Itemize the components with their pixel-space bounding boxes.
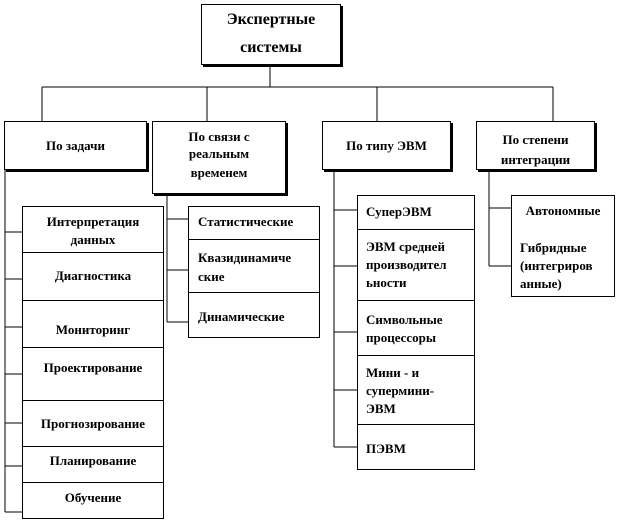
realtime-item: Статистические: [198, 214, 294, 229]
category-computer-title: По типу ЭВМ: [346, 138, 427, 153]
category-realtime-title-3: временем: [190, 165, 248, 180]
realtime-item: Динамические: [198, 309, 285, 324]
realtime-item: ские: [198, 269, 225, 284]
category-tasks: [4, 121, 147, 170]
computer-item: Символьные: [366, 312, 443, 327]
category-integration: [476, 121, 595, 170]
realtime-list: [188, 206, 320, 338]
computer-divider: [357, 300, 475, 301]
integration-item: Автономные: [525, 203, 601, 218]
computer-item: производител: [366, 257, 447, 272]
tasks-divider: [22, 482, 164, 483]
task-item: Прогнозирование: [40, 416, 146, 431]
category-integration-title-1: По степени: [502, 132, 569, 147]
tasks-divider: [22, 300, 164, 301]
root-title-line2: системы: [240, 39, 302, 56]
task-item: Интерпретация: [46, 214, 140, 229]
realtime-divider: [188, 239, 320, 240]
category-integration-title-2: интеграции: [500, 152, 571, 167]
integration-list: [511, 195, 615, 297]
computer-item: процессоры: [366, 330, 437, 345]
tasks-divider: [22, 252, 164, 253]
task-item: Диагностика: [54, 268, 132, 283]
category-realtime-title-1: По связи с: [188, 129, 250, 144]
integration-item: анные): [520, 276, 562, 291]
integration-item: Гибридные: [520, 240, 587, 255]
task-item: данных: [70, 232, 116, 247]
realtime-divider: [188, 292, 320, 293]
task-item: Мониторинг: [55, 322, 131, 337]
category-realtime-title-2: реальным: [188, 146, 250, 161]
computer-item: Мини - и: [366, 365, 420, 380]
computer-item: СуперЭВМ: [366, 204, 432, 219]
computer-divider: [357, 229, 475, 230]
task-item: Планирование: [49, 453, 137, 468]
category-realtime: [152, 121, 286, 194]
computer-divider: [357, 355, 475, 356]
category-computer: [322, 121, 451, 170]
realtime-item: Квазидинамиче: [198, 250, 292, 265]
root-title-line1: Экспертные: [226, 11, 316, 28]
task-item: Проектирование: [43, 360, 143, 375]
computer-item: ьности: [366, 275, 407, 290]
computer-item: ЭВМ средней: [366, 239, 445, 254]
tasks-list: [22, 206, 164, 519]
task-item: Обучение: [64, 490, 122, 505]
category-tasks-title: По задачи: [46, 138, 105, 153]
computer-item: ПЭВМ: [366, 441, 406, 456]
computer-item: ЭВМ: [366, 401, 396, 416]
computer-divider: [357, 424, 475, 425]
computer-item: супермини-: [366, 383, 435, 398]
tasks-divider: [22, 446, 164, 447]
integration-item: (интегриров: [520, 258, 593, 273]
tasks-divider: [22, 347, 164, 348]
root-node: [201, 4, 341, 65]
tasks-divider: [22, 400, 164, 401]
